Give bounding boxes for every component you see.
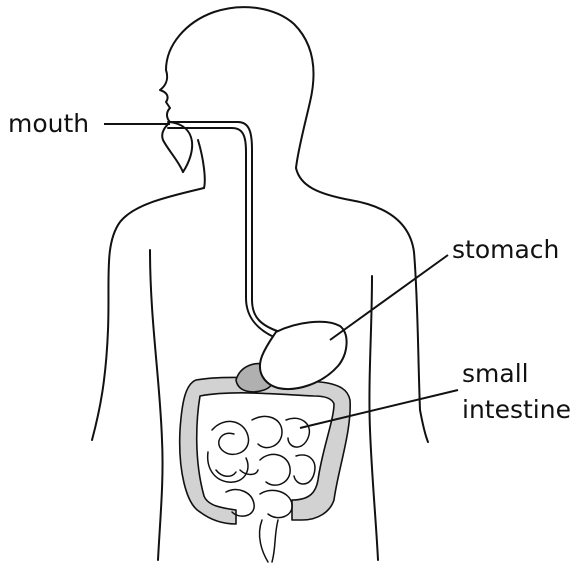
- body-outline: [92, 7, 428, 560]
- large-intestine: [180, 377, 350, 524]
- label-mouth: mouth: [8, 109, 89, 138]
- label-small-intestine-line2: intestine: [462, 395, 571, 424]
- label-small-intestine-line1: small: [462, 359, 529, 388]
- stomach-leader-line: [330, 255, 448, 340]
- stomach-organ: [260, 322, 347, 389]
- label-stomach: stomach: [452, 235, 559, 264]
- small-intestine: [208, 416, 315, 562]
- esophagus: [168, 122, 280, 338]
